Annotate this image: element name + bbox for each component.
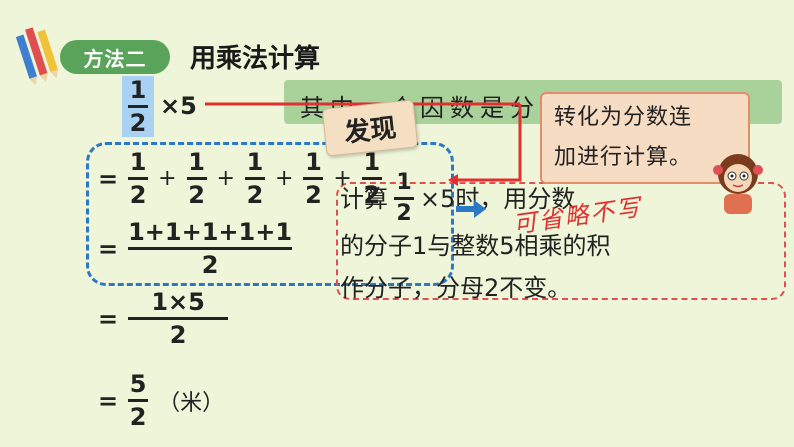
fraction-bar: [128, 399, 149, 402]
note-line-1: 转化为分数连: [554, 105, 693, 130]
question-fraction: 1 2: [122, 76, 154, 137]
plus-sign: +: [333, 166, 352, 191]
plus-sign: +: [216, 166, 235, 191]
equals-sign: =: [98, 386, 119, 415]
question-times: ×5: [160, 92, 197, 120]
term-denominator: 2: [129, 181, 147, 209]
calc-prefix: 计算: [340, 184, 388, 213]
term-denominator: 2: [363, 181, 381, 209]
note-box: 转化为分数连 加进行计算。: [540, 92, 750, 184]
term-denominator: 2: [188, 181, 205, 209]
step2-denominator: 2: [201, 251, 219, 279]
term-denominator: 2: [246, 181, 264, 209]
question-numerator: 1: [129, 76, 147, 104]
calc-denominator: 2: [396, 201, 412, 226]
calc-suffix: ×5时，用分数: [420, 184, 576, 213]
calc-numerator: 1: [396, 170, 412, 195]
section-title: 用乘法计算: [190, 44, 321, 74]
step2-row: = 1+1+1+1+1 2: [98, 218, 293, 279]
result-denominator: 2: [129, 403, 147, 431]
note-line-2: 加进行计算。: [554, 145, 693, 170]
result-numerator: 5: [129, 370, 147, 398]
fraction-bar: [128, 177, 149, 180]
fraction-bar: [394, 197, 414, 200]
fraction-bar: [128, 317, 229, 320]
plus-sign: +: [274, 166, 294, 191]
girl-avatar-icon: [713, 154, 763, 214]
calc-line-2: 的分子1与整数5相乘的积: [340, 232, 611, 260]
step3-numerator: 1×5: [151, 288, 205, 316]
calc-line-3: 作分子，分母2不变。: [340, 274, 572, 302]
arrow-right-icon: [456, 200, 486, 218]
plus-sign: +: [158, 166, 177, 191]
pencils-icon: [16, 27, 58, 84]
unit-label: （米）: [158, 390, 225, 416]
equals-sign: =: [98, 304, 119, 333]
term-numerator: 1: [305, 148, 322, 176]
blue-dashed-box: [86, 142, 454, 286]
step2-numerator: 1+1+1+1+1: [128, 218, 293, 246]
fraction-bar: [128, 247, 293, 250]
step2-fraction: 1+1+1+1+1 2: [128, 218, 293, 279]
fraction-bar: [186, 177, 207, 180]
discover-label: 发现: [321, 99, 419, 157]
fraction-bar: [128, 105, 148, 108]
step3-denominator: 2: [169, 321, 187, 349]
question-denominator: 2: [129, 109, 147, 137]
equals-sign: =: [98, 164, 119, 193]
term-numerator: 1: [363, 148, 381, 176]
fraction-bar: [244, 177, 265, 180]
term-denominator: 2: [305, 181, 322, 209]
term-numerator: 1: [129, 148, 147, 176]
method-tag: 方法二: [60, 40, 170, 74]
fraction-bar: [361, 177, 382, 180]
term-numerator: 1: [188, 148, 205, 176]
fraction-bar: [303, 177, 324, 180]
term-numerator: 1: [246, 148, 264, 176]
equals-sign: =: [98, 234, 119, 263]
